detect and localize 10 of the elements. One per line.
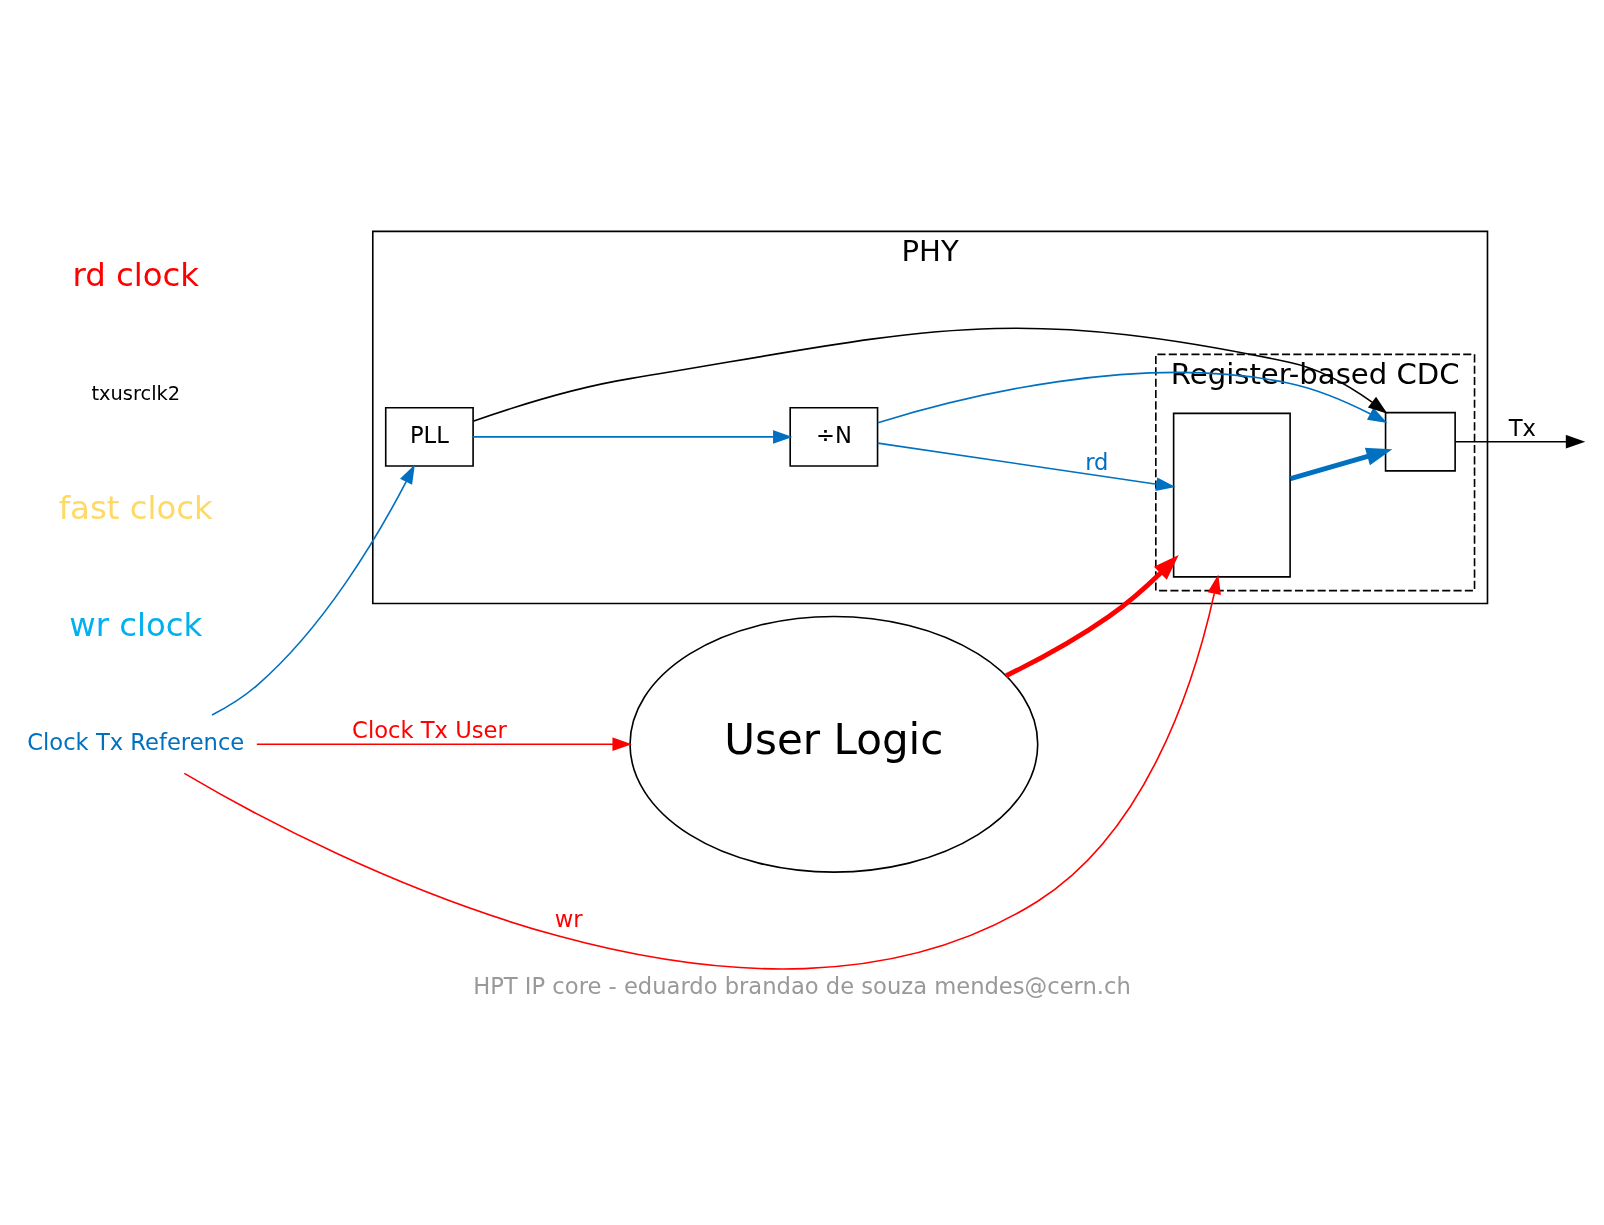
label: txusrclk2: [91, 381, 181, 405]
label: wr clock: [69, 605, 203, 644]
edge-label: Tx: [1508, 414, 1536, 441]
edge-label: Clock Tx User: [352, 717, 507, 744]
edge-label: rd: [1085, 448, 1109, 475]
label: rd clock: [72, 256, 200, 295]
caption: HPT IP core - eduardo brandao de souza mendes@cern.ch: [473, 972, 1131, 999]
label: fast clock: [58, 489, 213, 528]
edge-label: wr: [554, 906, 583, 933]
node-text: Clock Tx Reference: [27, 729, 245, 756]
